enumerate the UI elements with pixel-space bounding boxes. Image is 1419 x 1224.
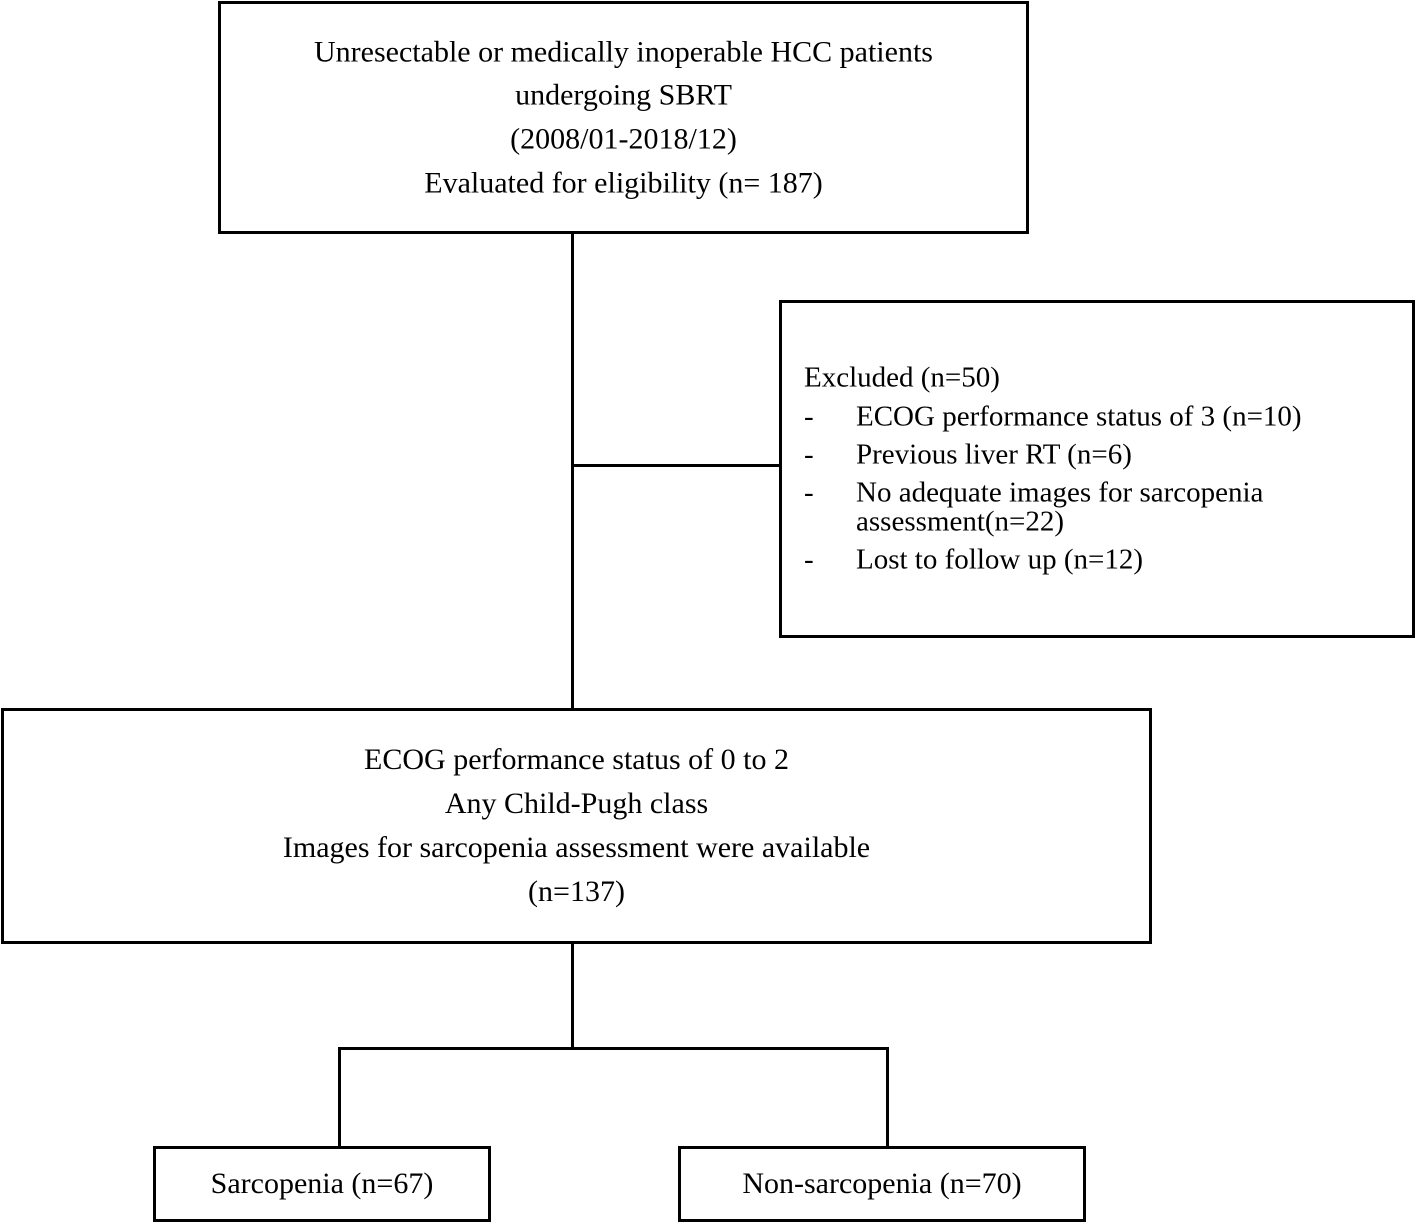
cohort-text: ECOG performance status of 0 to 2 Any Ch… bbox=[4, 738, 1149, 914]
excluded-reason-text: Lost to follow up (n=12) bbox=[856, 543, 1143, 576]
excluded-reason-list: - ECOG performance status of 3 (n=10) - … bbox=[804, 400, 1406, 576]
excluded-reason-item: - ECOG performance status of 3 (n=10) bbox=[804, 400, 1406, 433]
eligibility-line-1: Unresectable or medically inoperable HCC… bbox=[314, 34, 933, 68]
sarcopenia-group-box: Sarcopenia (n=67) bbox=[153, 1146, 491, 1222]
excluded-reason-text: ECOG performance status of 3 (n=10) bbox=[856, 400, 1302, 433]
bullet-dash-icon: - bbox=[804, 400, 814, 433]
excluded-heading: Excluded (n=50) bbox=[804, 361, 1000, 394]
non-sarcopenia-label: Non-sarcopenia (n=70) bbox=[742, 1167, 1022, 1200]
cohort-line-2: Any Child-Pugh class bbox=[444, 786, 709, 820]
sarcopenia-label: Sarcopenia (n=67) bbox=[210, 1167, 434, 1200]
excluded-reason-item: - No adequate images for sarcopenia asse… bbox=[804, 476, 1406, 538]
bullet-dash-icon: - bbox=[804, 476, 814, 509]
excluded-reason-text: Previous liver RT (n=6) bbox=[856, 438, 1132, 471]
excluded-content: Excluded (n=50) - ECOG performance statu… bbox=[804, 361, 1406, 576]
excluded-reason-item: - Previous liver RT (n=6) bbox=[804, 438, 1406, 471]
connector-split-horizontal bbox=[338, 1047, 889, 1050]
bullet-dash-icon: - bbox=[804, 543, 814, 576]
non-sarcopenia-group-box: Non-sarcopenia (n=70) bbox=[678, 1146, 1086, 1222]
bullet-dash-icon: - bbox=[804, 438, 814, 471]
excluded-reason-text: No adequate images for sarcopenia bbox=[856, 476, 1264, 509]
excluded-reason-text-wrap: assessment(n=22) bbox=[856, 505, 1065, 538]
excluded-reason-item: - Lost to follow up (n=12) bbox=[804, 543, 1406, 576]
connector-cohort-to-split bbox=[571, 944, 574, 1049]
cohort-line-1: ECOG performance status of 0 to 2 bbox=[364, 742, 789, 776]
excluded-box: Excluded (n=50) - ECOG performance statu… bbox=[779, 300, 1415, 638]
eligibility-line-2: undergoing SBRT bbox=[515, 78, 732, 112]
connector-to-excluded-box bbox=[571, 464, 781, 467]
cohort-line-4: (n=137) bbox=[528, 875, 625, 909]
included-cohort-box: ECOG performance status of 0 to 2 Any Ch… bbox=[1, 708, 1152, 944]
cohort-line-3: Images for sarcopenia assessment were av… bbox=[282, 831, 871, 864]
eligibility-line-4: Evaluated for eligibility (n= 187) bbox=[424, 166, 823, 200]
connector-eligibility-to-cohort bbox=[571, 234, 574, 709]
eligibility-line-3: (2008/01-2018/12) bbox=[510, 122, 737, 156]
connector-split-to-sarcopenia bbox=[338, 1047, 341, 1147]
connector-split-to-non-sarcopenia bbox=[886, 1047, 889, 1147]
eligibility-text: Unresectable or medically inoperable HCC… bbox=[221, 30, 1026, 205]
eligibility-box: Unresectable or medically inoperable HCC… bbox=[218, 1, 1029, 234]
